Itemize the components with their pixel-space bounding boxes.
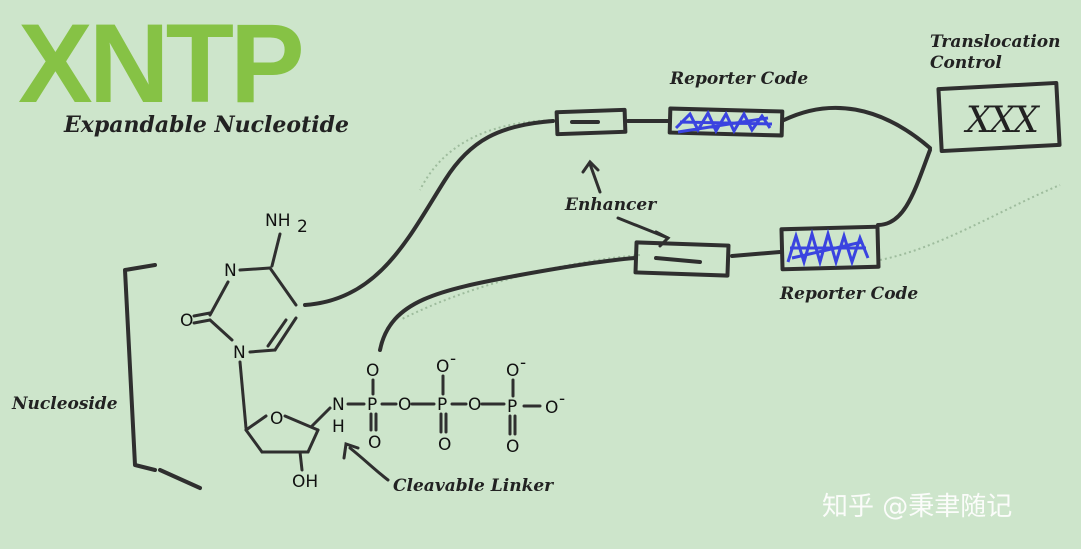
translocation-marks: XXX xyxy=(963,100,1040,141)
enhancer-arrow-up xyxy=(588,162,602,194)
atom-top-o1: O xyxy=(366,361,379,381)
bond-ring-bottom xyxy=(248,348,277,354)
faint-guide-line xyxy=(399,254,641,321)
atom-p1: P xyxy=(367,395,377,415)
top-reporter-scribble xyxy=(674,109,773,135)
translocation-label-line1: Translocation xyxy=(930,32,1061,52)
bottom-link-1 xyxy=(730,250,782,258)
atom-bridge-o3: O xyxy=(545,398,558,418)
bond-sugar-oh xyxy=(298,450,304,472)
nucleoside-label: Nucleoside xyxy=(11,394,118,414)
top-reporter-box xyxy=(667,106,785,138)
atom-nh2-subscript: 2 xyxy=(297,217,308,237)
bond-sugar-5 xyxy=(244,428,264,454)
title: XNTP xyxy=(18,1,301,126)
atom-bridge-o2: O xyxy=(468,395,481,415)
bond-ring-top xyxy=(238,266,272,272)
enhancer-label: Enhancer xyxy=(564,195,657,215)
bond-ring-right-upper xyxy=(268,266,298,307)
atom-bridge-o1: O xyxy=(398,395,411,415)
bond-carbonyl-1 xyxy=(192,311,212,318)
translocation-to-bottom-curve xyxy=(876,148,932,227)
bottom-reporter-box xyxy=(779,224,881,272)
cleavable-linker-arrow xyxy=(348,446,390,482)
bond-ring-right-double xyxy=(266,318,288,348)
bottom-enhancer-bar xyxy=(654,256,702,264)
bond-glycosidic xyxy=(238,360,248,430)
bond-carbonyl-2 xyxy=(192,318,212,325)
nucleoside-bracket xyxy=(123,263,202,490)
translocation-label-line2: Control xyxy=(930,53,1002,73)
atom-bottom-o3: O xyxy=(506,437,519,457)
atom-p2: P xyxy=(437,395,447,415)
atom-p3: P xyxy=(507,397,517,417)
atom-linker-h: H xyxy=(332,417,345,437)
atom-ring-o: O xyxy=(180,311,193,331)
connector-phosphate-to-bottom-box xyxy=(378,256,637,352)
atom-nh2: NH xyxy=(265,211,291,231)
cleavable-linker-label: Cleavable Linker xyxy=(393,476,554,496)
bond-sugar-3 xyxy=(306,428,320,454)
atom-top-o2: O xyxy=(436,357,449,377)
faint-guide-line xyxy=(879,184,1061,261)
enhancer-arrowhead-up xyxy=(581,159,600,174)
bond-nh2 xyxy=(270,232,282,268)
reporter-code-bottom-label: Reporter Code xyxy=(779,284,918,304)
bond-ring-right-lower xyxy=(273,316,298,352)
atom-top-o2-charge: - xyxy=(450,349,456,369)
cleavable-linker-arrowhead xyxy=(342,442,360,460)
translocation-box xyxy=(936,80,1062,154)
bond-sugar-2 xyxy=(283,414,320,432)
top-to-translocation-curve xyxy=(782,105,932,150)
atom-top-o3: O xyxy=(506,361,519,381)
atom-sugar-o: O xyxy=(270,409,283,429)
reporter-code-top-label: Reporter Code xyxy=(669,69,808,89)
bond-sugar-linker xyxy=(310,406,332,428)
connector-ring-to-top-box xyxy=(303,119,555,307)
watermark: 知乎 @秉聿随记 xyxy=(822,492,1012,522)
atom-linker-n: N xyxy=(332,395,345,415)
bond-ring-left-lower xyxy=(208,318,234,342)
bond-ring-left-upper xyxy=(208,280,230,317)
atom-terminal-o-charge: - xyxy=(559,389,565,409)
faint-guide-line xyxy=(419,119,556,191)
atom-top-o3-charge: - xyxy=(520,353,526,373)
atom-ring-n1: N xyxy=(224,261,237,281)
atom-ring-n2: N xyxy=(233,343,246,363)
atom-bottom-o2: O xyxy=(438,435,451,455)
bottom-enhancer-box xyxy=(633,240,731,278)
bottom-reporter-scribble xyxy=(786,228,870,268)
bond-sugar-1 xyxy=(244,414,268,432)
subtitle: Expandable Nucleotide xyxy=(63,112,349,138)
top-enhancer-box xyxy=(554,107,628,137)
enhancer-arrowhead-down xyxy=(654,230,671,248)
atom-bottom-o1: O xyxy=(368,433,381,453)
atom-oh: OH xyxy=(292,472,318,492)
